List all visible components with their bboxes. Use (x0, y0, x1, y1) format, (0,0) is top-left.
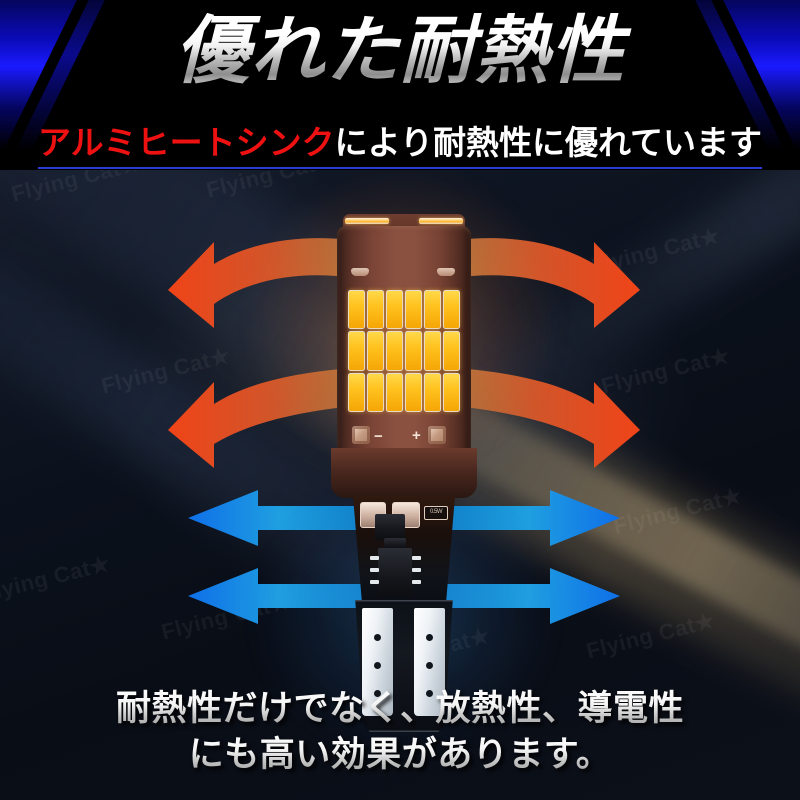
led-chip (386, 372, 403, 412)
heat-arrow-left-lower (168, 368, 352, 468)
led-chip (386, 331, 403, 371)
contact-strip-right (414, 608, 445, 716)
cool-arrow-left-upper (188, 490, 370, 546)
heat-arrow-left-upper (168, 238, 352, 328)
led-chip (424, 331, 441, 371)
led-chip (348, 372, 365, 412)
negative-sign: − (374, 428, 383, 445)
positive-pad (428, 426, 446, 444)
led-chip (443, 331, 460, 371)
cool-arrow-right-upper (438, 490, 620, 546)
led-chip (348, 290, 365, 330)
led-chip (443, 290, 460, 330)
page-title: 優れた耐熱性 (0, 12, 800, 90)
led-chip (405, 331, 422, 371)
header-banner: 優れた耐熱性 アルミヒートシンクにより耐熱性に優れています (0, 0, 800, 170)
led-chip (443, 372, 460, 412)
background-panel: Flying Cat★ Flying Cat★ Flying Cat★ Flyi… (0, 168, 800, 800)
heatsink-shoulder (331, 448, 477, 498)
contact-strip-left (362, 608, 393, 716)
led-chip (424, 372, 441, 412)
arrow-layer (168, 238, 640, 624)
driver-ic (378, 548, 412, 596)
driver-ic-top (375, 514, 405, 540)
negative-pad (352, 426, 370, 444)
led-chip (367, 372, 384, 412)
positive-sign: + (412, 427, 421, 444)
subtitle-highlight: アルミヒートシンク (37, 124, 335, 161)
footer-line-2: にも高い効果があります。 (0, 732, 800, 778)
led-chip-grid (348, 290, 460, 412)
led-chip (405, 290, 422, 330)
footer-caption: 耐熱性だけでなく、放熱性、導電性 にも高い効果があります。 (0, 686, 800, 777)
led-chip (405, 372, 422, 412)
heat-arrow-right-lower (456, 368, 640, 468)
led-chip (367, 331, 384, 371)
led-chip (424, 290, 441, 330)
footer-line-1: 耐熱性だけでなく、放熱性、導電性 (0, 686, 800, 732)
led-chip (367, 290, 384, 330)
resistor-component: 0.5W (424, 506, 448, 520)
driver-ic-neck (384, 538, 406, 550)
header-divider (38, 167, 762, 169)
led-chip (348, 331, 365, 371)
heat-arrow-right-upper (456, 238, 640, 328)
subtitle-rest: により耐熱性に優れています (334, 124, 763, 161)
cool-arrow-right-lower (438, 568, 620, 624)
led-bulb-product: − + 0.5W (248, 168, 560, 748)
subtitle: アルミヒートシンクにより耐熱性に優れています (0, 116, 800, 164)
led-chip (386, 290, 403, 330)
cool-arrow-left-lower (188, 568, 370, 624)
